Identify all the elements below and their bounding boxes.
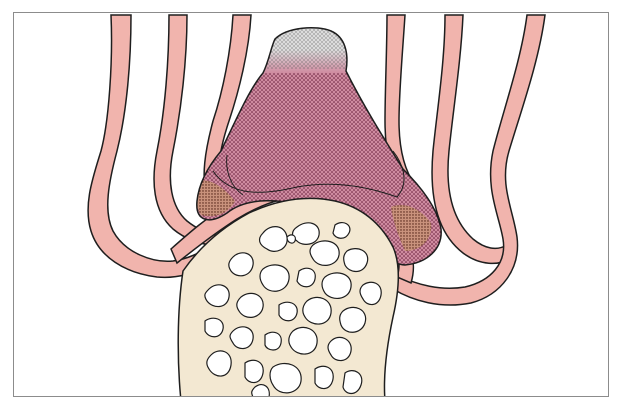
figure-border [13, 12, 609, 397]
joint-illustration [13, 12, 609, 397]
